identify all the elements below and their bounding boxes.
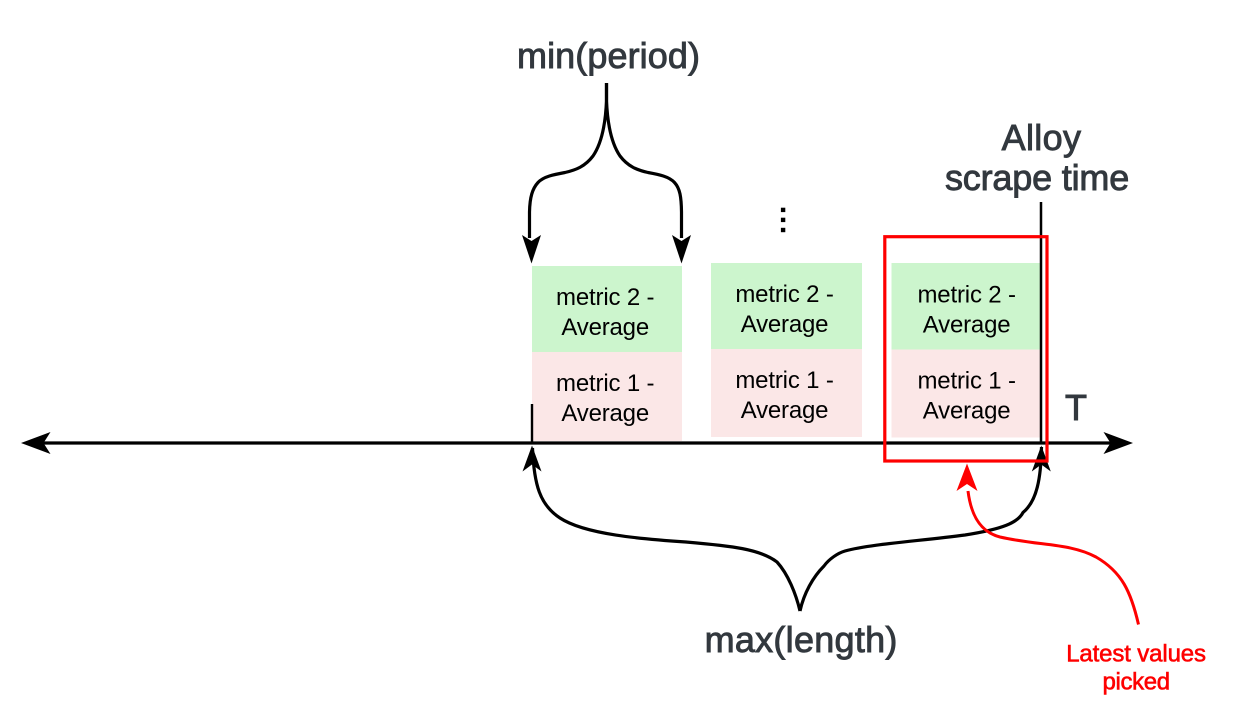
svg-text:metric 2 -: metric 2 - xyxy=(735,281,834,308)
svg-text:Alloy: Alloy xyxy=(1002,117,1081,158)
svg-text:Average: Average xyxy=(741,311,829,338)
svg-text:metric 2 -: metric 2 - xyxy=(917,282,1015,309)
svg-text:metric 1 -: metric 1 - xyxy=(556,370,655,397)
svg-text:metric 1 -: metric 1 - xyxy=(735,367,834,394)
svg-text:scrape time: scrape time xyxy=(945,157,1129,198)
svg-text:Average: Average xyxy=(923,312,1011,339)
svg-text:Average: Average xyxy=(561,400,649,427)
svg-text:Average: Average xyxy=(923,398,1011,425)
svg-text:Average: Average xyxy=(741,397,829,424)
svg-text:T: T xyxy=(1065,387,1087,428)
svg-text:Latest values: Latest values xyxy=(1066,641,1206,668)
svg-text:metric 1 -: metric 1 - xyxy=(917,368,1015,395)
svg-text:Average: Average xyxy=(561,314,649,341)
svg-text:max(length): max(length) xyxy=(705,619,898,660)
svg-text:metric 2 -: metric 2 - xyxy=(556,284,655,311)
svg-text:min(period): min(period) xyxy=(517,35,700,76)
svg-text:picked: picked xyxy=(1102,669,1170,696)
